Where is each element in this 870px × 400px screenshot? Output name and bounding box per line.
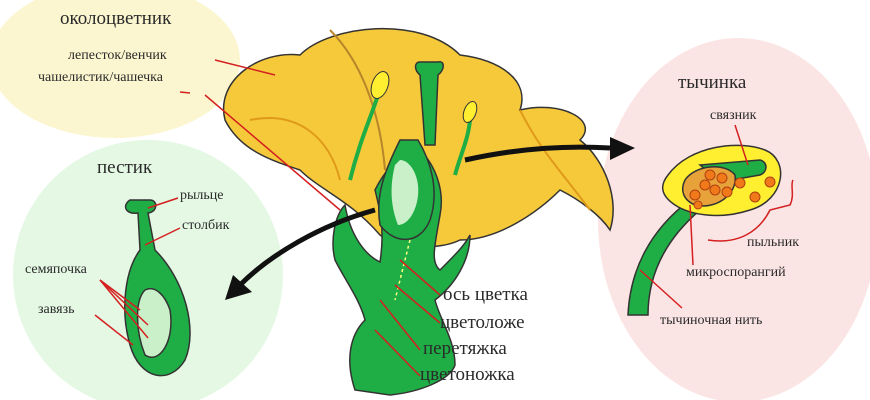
- pistil-drawing: [124, 199, 191, 377]
- perianth-title: околоцветник: [60, 8, 172, 29]
- ovary-label: завязь: [38, 302, 75, 317]
- ovule-label: семяпочка: [25, 262, 87, 277]
- connective-label: связник: [710, 108, 757, 123]
- petal-label: лепесток/венчик: [68, 48, 167, 63]
- perianth-background: [0, 0, 240, 138]
- arrow-to-pistil: [225, 207, 376, 300]
- style-label: столбик: [182, 218, 230, 233]
- anther-right: [462, 100, 478, 124]
- stamen-title: тычинка: [678, 72, 747, 93]
- anther-label: пыльник: [747, 235, 800, 250]
- flower-stem: [332, 61, 472, 396]
- sepal-label: чашелистик/чашечка: [38, 70, 163, 85]
- pistil-title: пестик: [97, 157, 153, 178]
- arrow-to-stamen: [464, 137, 635, 163]
- flower-petals: [222, 28, 614, 248]
- stamen-background: [598, 38, 870, 400]
- anther-left: [370, 71, 390, 99]
- microsporangium-label: микроспорангий: [686, 265, 786, 280]
- stigma-label: рыльце: [180, 188, 224, 203]
- flower-axis-label: ось цветка: [443, 284, 528, 305]
- pedicel-label: цветоножка: [420, 364, 515, 385]
- receptacle-label: цветоложе: [440, 312, 525, 333]
- filament-label: тычиночная нить: [660, 313, 763, 328]
- microspore-grains: [689, 169, 776, 210]
- constriction-label: перетяжка: [423, 338, 507, 359]
- flower-axis-line: [394, 239, 411, 301]
- pointer-lines: [94, 59, 749, 377]
